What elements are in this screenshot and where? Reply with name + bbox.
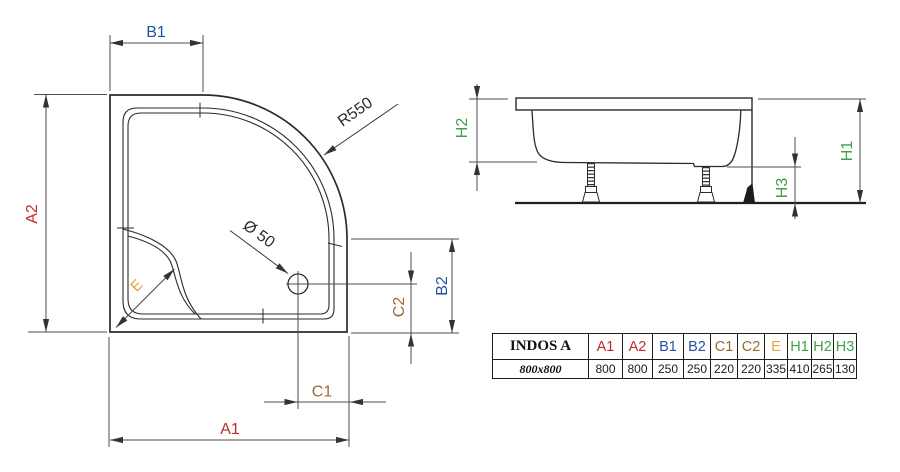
tray-outer-outline <box>109 94 348 333</box>
table-header-h1: H1 <box>787 334 811 360</box>
side-view-dimensions: H2 H1 H3 <box>454 84 866 219</box>
table-header-c1: C1 <box>710 334 737 360</box>
seat-curve-outer <box>122 228 202 320</box>
side-rim-slab <box>515 97 753 111</box>
side-bowl-profile <box>531 109 742 168</box>
dim-h2 <box>469 84 537 191</box>
table-value-h3: 130 <box>833 360 856 378</box>
dim-label-c1: C1 <box>312 384 333 401</box>
table-value-h1: 410 <box>787 360 811 378</box>
side-skirt-foot <box>743 183 755 203</box>
dim-c2 <box>286 252 417 364</box>
drain-leader <box>229 230 289 274</box>
table-header-b2: B2 <box>683 334 710 360</box>
leg-left <box>581 162 601 203</box>
dim-label-c2: C2 <box>391 297 408 318</box>
dim-a2 <box>28 94 107 333</box>
table-header-a1: A1 <box>588 334 622 360</box>
table-header-h3: H3 <box>833 334 856 360</box>
dim-label-h3: H3 <box>774 178 791 199</box>
dim-label-h1: H1 <box>839 141 856 162</box>
table-size-cell: 800x800 <box>519 361 562 376</box>
dim-label-a2: A2 <box>24 204 41 224</box>
table-value-c1: 220 <box>710 360 737 378</box>
dim-c1 <box>264 271 386 409</box>
table-value-c2: 220 <box>737 360 764 378</box>
dim-b2 <box>351 238 459 334</box>
table-value-b1: 250 <box>652 360 683 378</box>
table-header-c2: C2 <box>737 334 764 360</box>
leg-right <box>696 166 716 203</box>
dim-h1 <box>758 98 866 203</box>
seat-curve-inner <box>127 235 196 315</box>
table-header-a2: A2 <box>622 334 652 360</box>
dim-e <box>115 268 175 328</box>
dim-label-b2: B2 <box>434 276 451 296</box>
table-value-e: 335 <box>764 360 787 378</box>
dim-b1 <box>109 35 204 92</box>
dim-label-h2: H2 <box>454 118 471 139</box>
tray-inner-rim-outer <box>122 107 335 320</box>
dim-label-b1: B1 <box>146 24 166 41</box>
tray-inner-rim-inner <box>127 112 330 315</box>
table-value-a2: 800 <box>622 360 652 378</box>
top-view <box>109 94 348 333</box>
table-header-b1: B1 <box>652 334 683 360</box>
rim-tick-marks <box>117 102 343 324</box>
table-model-cell: INDOS A <box>493 334 588 360</box>
table-header-e: E <box>764 334 787 360</box>
spec-table: INDOS A A1 A2 B1 B2 C1 C2 E H1 H2 H3 800… <box>492 333 857 379</box>
table-value-h2: 265 <box>811 360 833 378</box>
dim-label-a1: A1 <box>220 421 240 438</box>
side-view <box>515 97 866 205</box>
dim-a1 <box>108 336 350 447</box>
table-header-h2: H2 <box>811 334 833 360</box>
radius-leader <box>323 103 399 156</box>
table-value-a1: 800 <box>588 360 622 378</box>
table-value-b2: 250 <box>683 360 710 378</box>
dim-h3 <box>727 137 801 219</box>
radius-label: R550 <box>335 94 376 130</box>
